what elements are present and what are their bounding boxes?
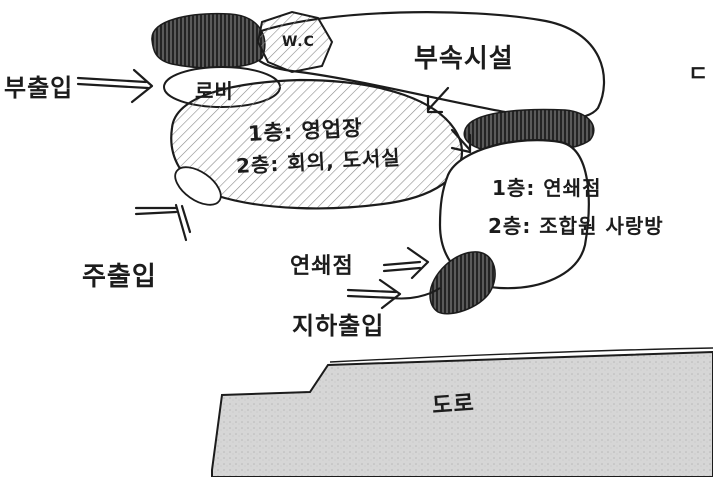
arrows: [76, 68, 472, 310]
road-area: [211, 350, 713, 477]
side-floor1-label: 1층: 연쇄점: [492, 176, 602, 200]
dark-blob-top: [151, 12, 266, 69]
chain-store-label: 연쇄점: [290, 254, 354, 279]
secondary-entrance-label: 부출입: [4, 74, 74, 102]
basement-entrance-label: 지하출입: [292, 312, 385, 340]
main-entrance-label: 주출입: [82, 262, 157, 292]
entrance-oval: [174, 166, 222, 206]
side-floor2-label: 2층: 조합원 사랑방: [488, 214, 664, 238]
main-floor1-label: 1층: 영업장: [247, 116, 364, 146]
dark-blob-bottom: [429, 251, 496, 315]
edge-mark: ㄷ: [688, 62, 710, 87]
annex-label: 부속시설: [414, 44, 514, 74]
side-building: [438, 139, 590, 290]
wc-room: [256, 10, 334, 74]
road-label: 도로: [431, 391, 476, 419]
lobby-label: 로비: [195, 79, 234, 103]
wc-label: W.C: [282, 34, 315, 50]
